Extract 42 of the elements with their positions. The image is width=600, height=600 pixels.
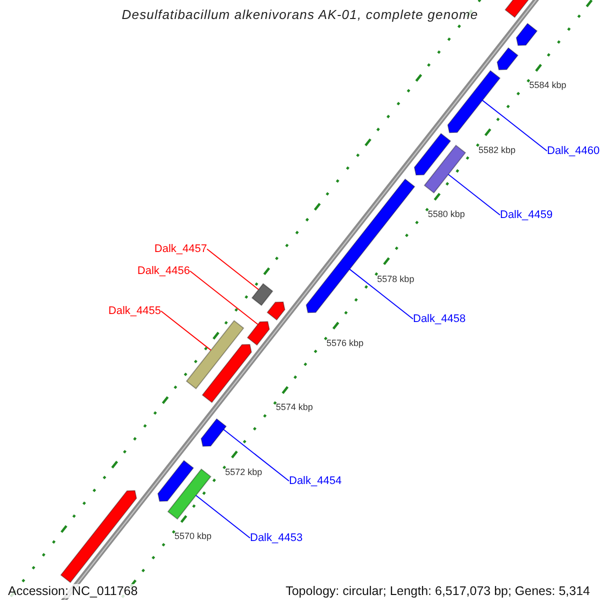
gene-label: Dalk_4454: [289, 474, 342, 488]
tick-label: 5578 kbp: [377, 272, 414, 286]
accession-text: Accession: NC_011768: [8, 584, 138, 598]
gene-label: Dalk_4458: [413, 312, 466, 326]
tick-label: 5572 kbp: [225, 466, 262, 479]
leader-line: [349, 268, 414, 320]
gene-block: [200, 418, 227, 447]
tick-label: 5576 kbp: [326, 337, 364, 350]
tick-label: 5570 kbp: [174, 530, 212, 544]
tick-label: 5582 kbp: [478, 144, 516, 157]
gene-bar: [251, 283, 274, 306]
leader-line: [206, 248, 260, 290]
leader-line: [160, 310, 212, 351]
gene-block: [306, 178, 416, 314]
leader-line: [195, 494, 250, 538]
gene-label: Dalk_4457: [154, 242, 207, 256]
tick-label: 5574 kbp: [276, 401, 313, 414]
gene-block: [447, 70, 501, 134]
gene-block: [157, 460, 194, 502]
tick-label: 5584 kbp: [529, 79, 566, 92]
leader-line: [223, 429, 290, 482]
gene-label: Dalk_4456: [137, 264, 190, 278]
gene-bar: [186, 320, 244, 390]
gene-block: [516, 22, 538, 46]
genome-summary-text: Topology: circular; Length: 6,517,073 bp; Genes: 5,314: [286, 584, 590, 598]
gene-block: [246, 321, 270, 346]
leader-line: [190, 270, 258, 325]
leader-line: [482, 100, 548, 152]
gene-label: Dalk_4459: [500, 208, 553, 222]
leader-line: [448, 174, 500, 216]
tick-label: 5580 kbp: [428, 208, 465, 222]
gene-block: [496, 47, 518, 70]
gene-block: [202, 344, 252, 404]
gene-label: Dalk_4453: [250, 531, 303, 545]
gene-label: Dalk_4455: [108, 304, 161, 318]
gene-bar: [424, 144, 466, 194]
gene-block: [266, 302, 286, 321]
gene-block: [60, 490, 137, 584]
gene-bar: [167, 468, 212, 520]
gene-block: [414, 132, 452, 176]
gene-label: Dalk_4460: [547, 144, 600, 158]
diagram-title: Desulfatibacillum alkenivorans AK-01, complete genome: [122, 7, 478, 22]
